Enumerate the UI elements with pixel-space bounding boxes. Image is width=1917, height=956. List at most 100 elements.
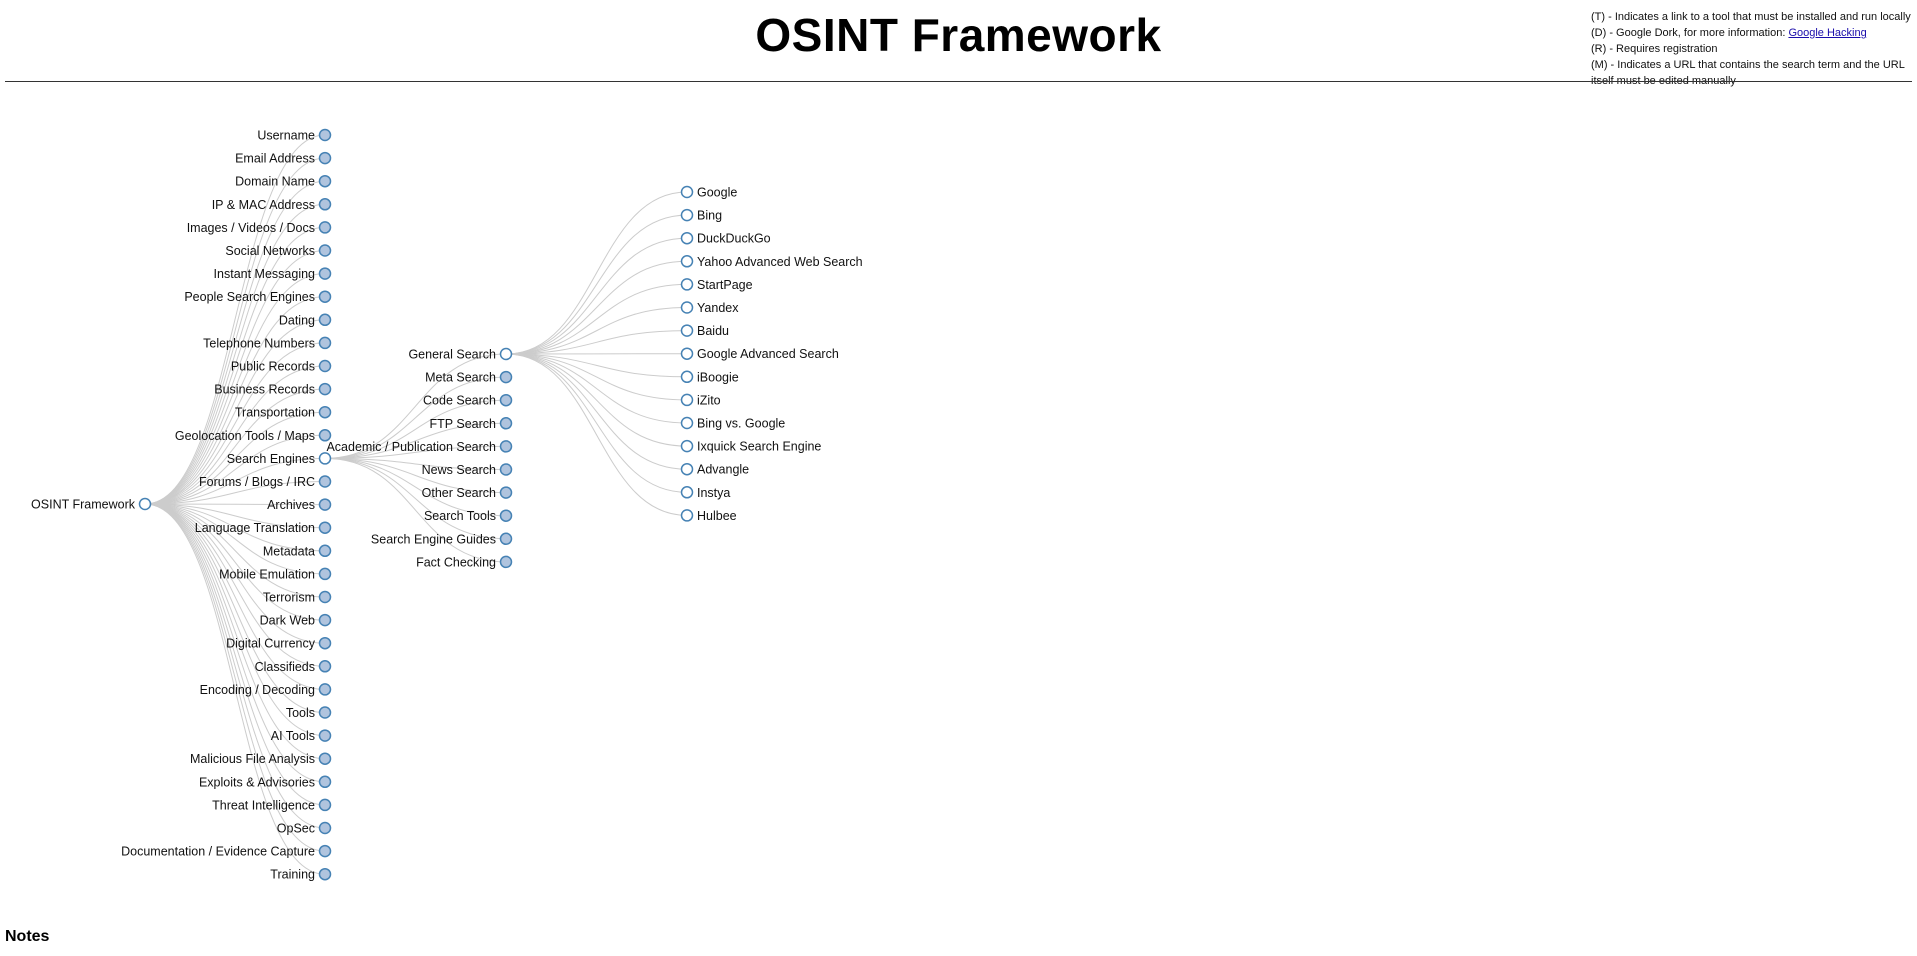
node-category-people-search-engines[interactable]: People Search Engines xyxy=(184,290,332,304)
node-subcategory-search-engine-guides[interactable]: Search Engine Guides xyxy=(371,532,513,546)
node-circle[interactable] xyxy=(318,221,332,234)
node-circle[interactable] xyxy=(318,521,332,534)
node-circle[interactable] xyxy=(318,267,332,280)
node-circle[interactable] xyxy=(499,393,513,407)
node-circle[interactable] xyxy=(499,417,513,430)
node-circle[interactable] xyxy=(499,509,513,522)
node-subcategory-fact-checking[interactable]: Fact Checking xyxy=(416,555,513,569)
node-circle[interactable] xyxy=(318,359,332,373)
node-circle[interactable] xyxy=(318,382,332,396)
node-category-images-videos-docs[interactable]: Images / Videos / Docs xyxy=(187,221,332,235)
node-category-telephone-numbers[interactable]: Telephone Numbers xyxy=(203,336,332,350)
node-circle[interactable] xyxy=(318,244,332,257)
node-circle[interactable] xyxy=(680,486,694,499)
node-subcategory-other-search[interactable]: Other Search xyxy=(422,486,513,500)
node-category-search-engines[interactable]: Search Engines xyxy=(227,452,332,466)
node-category-instant-messaging[interactable]: Instant Messaging xyxy=(214,267,332,281)
node-circle[interactable] xyxy=(680,416,694,430)
node-circle[interactable] xyxy=(318,336,332,350)
node-category-metadata[interactable]: Metadata xyxy=(263,544,332,558)
node-category-exploits-advisories[interactable]: Exploits & Advisories xyxy=(199,775,332,789)
node-category-username[interactable]: Username xyxy=(257,128,332,143)
node-circle[interactable] xyxy=(680,185,694,199)
node-circle[interactable] xyxy=(318,198,332,211)
node-circle[interactable] xyxy=(318,729,332,742)
node-category-encoding-decoding[interactable]: Encoding / Decoding xyxy=(200,683,332,697)
node-leaf-google[interactable]: Google xyxy=(680,185,738,200)
node-category-digital-currency[interactable]: Digital Currency xyxy=(226,636,332,651)
node-circle[interactable] xyxy=(318,636,332,650)
node-category-ip-mac-address[interactable]: IP & MAC Address xyxy=(212,198,332,212)
node-leaf-instya[interactable]: Instya xyxy=(680,486,731,500)
node-subcategory-search-tools[interactable]: Search Tools xyxy=(424,509,513,523)
node-circle[interactable] xyxy=(318,683,332,696)
node-circle[interactable] xyxy=(318,128,332,142)
node-circle[interactable] xyxy=(680,301,694,314)
node-leaf-baidu[interactable]: Baidu xyxy=(680,324,730,338)
node-circle[interactable] xyxy=(680,509,694,522)
node-leaf-yahoo-advanced-web-search[interactable]: Yahoo Advanced Web Search xyxy=(680,255,863,269)
node-category-tools[interactable]: Tools xyxy=(286,706,332,720)
node-leaf-ixquick-search-engine[interactable]: Ixquick Search Engine xyxy=(680,439,822,454)
node-category-mobile-emulation[interactable]: Mobile Emulation xyxy=(219,567,332,581)
node-circle[interactable] xyxy=(318,590,332,604)
node-circle[interactable] xyxy=(499,486,513,499)
node-circle[interactable] xyxy=(318,544,332,558)
node-leaf-iboogie[interactable]: iBoogie xyxy=(680,370,739,384)
node-circle[interactable] xyxy=(680,278,694,291)
node-category-dating[interactable]: Dating xyxy=(279,313,332,327)
node-circle[interactable] xyxy=(318,405,332,419)
node-category-forums-blogs-irc[interactable]: Forums / Blogs / IRC xyxy=(199,475,332,489)
node-leaf-duckduckgo[interactable]: DuckDuckGo xyxy=(680,232,771,246)
node-circle[interactable] xyxy=(318,174,332,188)
node-leaf-izito[interactable]: iZito xyxy=(680,393,721,407)
node-circle[interactable] xyxy=(318,475,332,488)
node-circle[interactable] xyxy=(318,567,332,581)
node-circle[interactable] xyxy=(318,151,332,165)
node-leaf-bing[interactable]: Bing xyxy=(680,208,723,223)
node-subcategory-code-search[interactable]: Code Search xyxy=(423,393,513,408)
node-circle[interactable] xyxy=(499,463,513,476)
node-category-social-networks[interactable]: Social Networks xyxy=(225,244,332,258)
node-subcategory-news-search[interactable]: News Search xyxy=(422,463,513,477)
node-circle[interactable] xyxy=(318,798,332,812)
node-leaf-google-advanced-search[interactable]: Google Advanced Search xyxy=(680,347,839,361)
node-category-training[interactable]: Training xyxy=(270,867,332,882)
node-category-language-translation[interactable]: Language Translation xyxy=(195,521,332,535)
node-circle[interactable] xyxy=(318,821,332,835)
node-circle[interactable] xyxy=(318,290,332,303)
node-category-dark-web[interactable]: Dark Web xyxy=(260,614,332,628)
node-circle[interactable] xyxy=(318,429,332,442)
node-circle[interactable] xyxy=(680,393,694,407)
node-circle[interactable] xyxy=(680,208,694,222)
node-circle[interactable] xyxy=(138,497,152,511)
node-circle[interactable] xyxy=(318,867,332,881)
node-root[interactable]: OSINT Framework xyxy=(31,497,152,512)
node-circle[interactable] xyxy=(318,775,332,789)
node-leaf-startpage[interactable]: StartPage xyxy=(680,278,753,292)
node-circle[interactable] xyxy=(680,347,694,360)
node-category-classifieds[interactable]: Classifieds xyxy=(255,660,332,674)
node-circle[interactable] xyxy=(499,440,513,453)
node-circle[interactable] xyxy=(318,660,332,673)
node-category-terrorism[interactable]: Terrorism xyxy=(263,590,332,605)
node-circle[interactable] xyxy=(318,498,332,511)
node-category-ai-tools[interactable]: AI Tools xyxy=(271,729,332,743)
node-subcategory-general-search[interactable]: General Search xyxy=(408,348,513,362)
node-circle[interactable] xyxy=(680,255,694,268)
node-category-opsec[interactable]: OpSec xyxy=(277,821,332,836)
node-category-malicious-file-analysis[interactable]: Malicious File Analysis xyxy=(190,752,332,766)
node-circle[interactable] xyxy=(318,313,332,327)
node-subcategory-academic-publication-search[interactable]: Academic / Publication Search xyxy=(326,440,513,454)
node-category-transportation[interactable]: Transportation xyxy=(235,405,332,420)
google-hacking-link[interactable]: Google Hacking xyxy=(1788,27,1867,39)
node-leaf-bing-vs-google[interactable]: Bing vs. Google xyxy=(680,416,786,431)
node-circle[interactable] xyxy=(499,370,513,384)
node-circle[interactable] xyxy=(680,370,694,384)
node-subcategory-meta-search[interactable]: Meta Search xyxy=(425,370,513,385)
node-circle[interactable] xyxy=(680,439,694,453)
node-category-business-records[interactable]: Business Records xyxy=(214,382,332,397)
node-circle[interactable] xyxy=(318,844,332,858)
node-circle[interactable] xyxy=(318,452,332,465)
node-circle[interactable] xyxy=(499,532,513,546)
